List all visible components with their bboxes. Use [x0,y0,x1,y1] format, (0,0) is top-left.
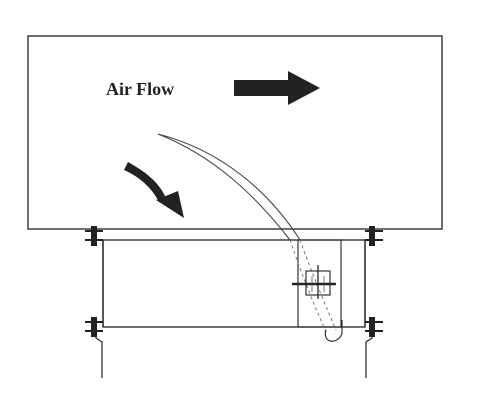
upper-chamber [27,35,443,230]
air-flow-label: Air Flow [106,79,174,99]
curved-arrow-icon [156,191,184,218]
flange-bolt-upper-right [365,226,383,246]
swing-arc-inner [157,133,291,241]
blade-path-dashed [289,239,327,333]
curved-arrow-icon-body [124,162,166,200]
swing-arc-outer [157,133,301,241]
right-arrow-icon [234,71,320,105]
blade-hook [324,320,343,342]
damper-blade-icon [292,265,336,299]
flange-bolt-upper-left [85,226,103,246]
flange-bolt-lower-left [85,317,103,337]
flange-bolt-lower-right [365,317,383,337]
